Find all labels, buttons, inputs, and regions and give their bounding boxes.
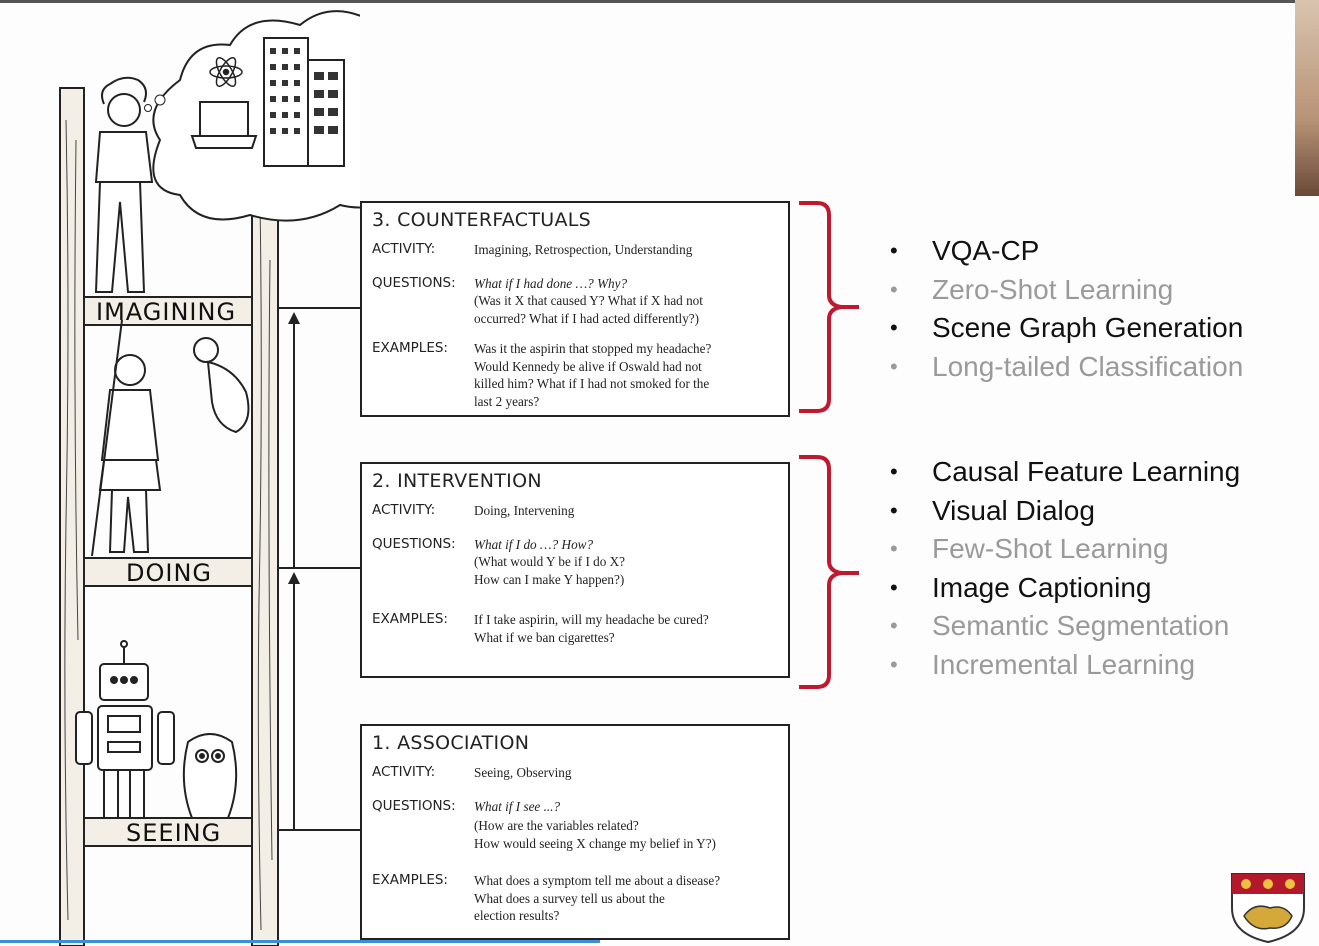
university-crest-logo	[1231, 873, 1305, 944]
examples-value: Was it the aspirin that stopped my heada…	[474, 341, 712, 409]
examples-label: EXAMPLES:	[372, 611, 448, 627]
bullet-text: Incremental Learning	[932, 648, 1196, 680]
owl-figure	[182, 733, 238, 819]
rung-seeing	[83, 817, 253, 847]
bullet-dot: •	[890, 353, 898, 379]
activity-value: Seeing, Observing	[474, 765, 572, 780]
ladder-right-post	[251, 179, 279, 946]
activity-label: ACTIVITY:	[372, 764, 436, 780]
question-lead: What if I had done …? Why?	[474, 276, 628, 291]
activity-label: ACTIVITY:	[372, 241, 436, 257]
bullet-dot: •	[890, 238, 898, 263]
box-title: 2. INTERVENTION	[372, 470, 542, 492]
laptop-icon	[190, 101, 258, 149]
bullet-text: Semantic Segmentation	[932, 610, 1230, 641]
bullet-text: Long-tailed Classification	[932, 350, 1244, 382]
bullet-text: Few-Shot Learning	[932, 533, 1169, 564]
thought-dot	[154, 94, 166, 106]
examples-label: EXAMPLES:	[372, 340, 448, 356]
bullet-text: Visual Dialog	[932, 494, 1095, 526]
bullet-dot: •	[890, 276, 898, 302]
robot-figure	[75, 640, 175, 819]
arrowhead-icon	[288, 572, 300, 584]
examples-value: If I take aspirin, will my headache be c…	[474, 612, 709, 645]
arrowhead-icon	[288, 312, 300, 324]
counterfactuals-box: 3. COUNTERFACTUALS ACTIVITY: Imagining, …	[360, 201, 790, 417]
bullet-dot: •	[890, 651, 898, 677]
curly-bracket-bottom	[799, 455, 859, 689]
caveman-figure	[91, 319, 162, 557]
question-lead: What if I do …? How?	[474, 537, 594, 552]
bullet-dot: •	[890, 497, 898, 523]
ladder-of-causation-illustration	[59, 10, 360, 946]
einstein-figure	[94, 76, 154, 293]
questions-value: (How are the variables related? How woul…	[474, 818, 716, 851]
questions-label: QUESTIONS:	[372, 798, 456, 814]
webcam-thumbnail	[1295, 0, 1319, 196]
questions-value: (Was it X that caused Y? What if X had n…	[474, 293, 703, 326]
bullet-text: Zero-Shot Learning	[932, 273, 1174, 305]
top-edge	[0, 0, 1319, 3]
examples-value: What does a symptom tell me about a dise…	[474, 873, 721, 923]
ladder-left-post	[59, 87, 85, 946]
examples-label: EXAMPLES:	[372, 872, 448, 888]
rung-doing	[83, 557, 253, 587]
curly-bracket-top	[799, 201, 859, 413]
activity-label: ACTIVITY:	[372, 502, 436, 518]
bullet-dot: •	[890, 459, 898, 484]
bullet-dot: •	[890, 536, 898, 561]
questions-label: QUESTIONS:	[372, 275, 456, 291]
rung-label-seeing: SEEING	[126, 819, 222, 847]
bullet-dot: •	[890, 574, 898, 600]
bullet-text: Scene Graph Generation	[932, 312, 1244, 343]
association-box: 1. ASSOCIATION ACTIVITY: Seeing, Observi…	[360, 724, 790, 940]
activity-value: Imagining, Retrospection, Understanding	[474, 242, 693, 257]
question-lead: What if I see ...?	[474, 799, 561, 814]
atom-icon	[209, 57, 243, 87]
rung-imagining	[83, 296, 253, 326]
box-title: 3. COUNTERFACTUALS	[372, 209, 591, 231]
questions-label: QUESTIONS:	[372, 536, 456, 552]
box-title: 1. ASSOCIATION	[372, 732, 530, 754]
activity-value: Doing, Intervening	[474, 503, 575, 518]
bullet-text: Causal Feature Learning	[932, 456, 1241, 487]
baby-figure	[193, 337, 250, 434]
rung-label-imagining: IMAGINING	[96, 298, 237, 326]
bullet-dot: •	[890, 315, 898, 340]
intervention-box: 2. INTERVENTION ACTIVITY: Doing, Interve…	[360, 462, 790, 678]
bracket-group	[799, 201, 859, 689]
questions-value: (What would Y be if I do X? How can I ma…	[474, 554, 625, 587]
bullet-dot: •	[890, 613, 898, 638]
bullet-text: VQA-CP	[932, 235, 1040, 266]
rung-label-doing: DOING	[126, 559, 212, 587]
bottom-progress-line	[0, 940, 600, 943]
bullet-text: Image Captioning	[932, 571, 1152, 603]
